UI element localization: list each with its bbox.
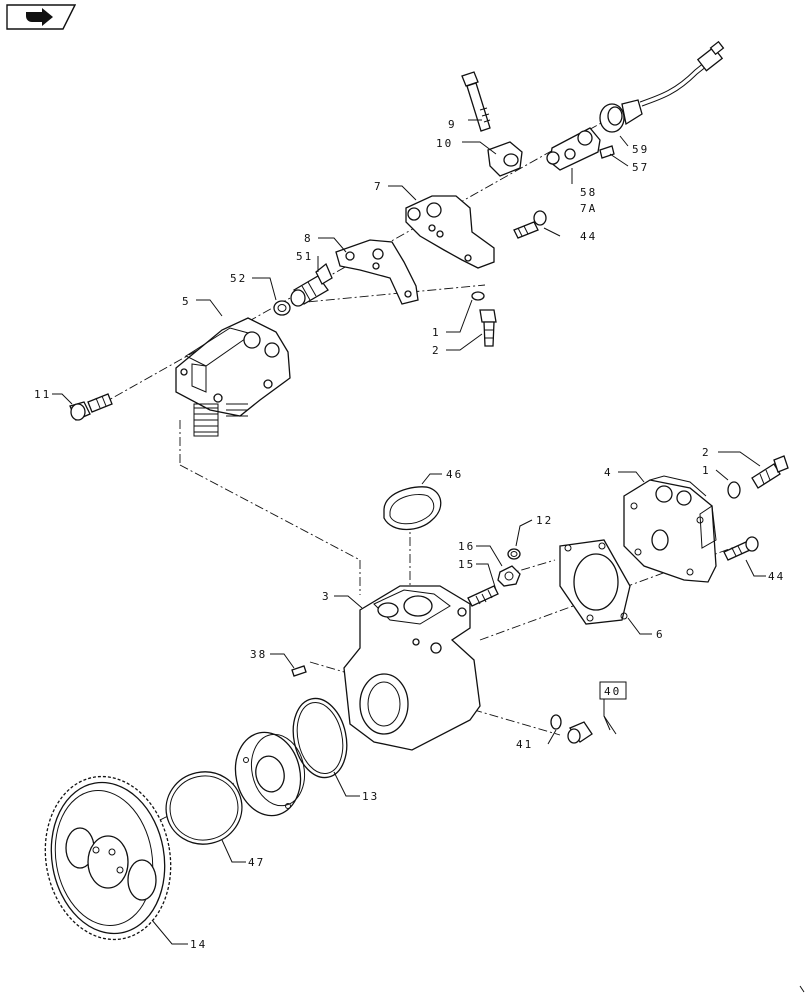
callout-10: 10 [436,137,453,150]
oring-41[interactable] [550,714,562,730]
callout-44-top: 44 [580,230,597,243]
nut-16[interactable] [497,565,521,587]
housing-7[interactable] [405,195,495,269]
pump-4[interactable] [623,475,717,583]
corner-mark [799,985,805,993]
washer-1-top[interactable] [471,291,485,301]
pin-38[interactable] [291,665,307,677]
callout-12: 12 [536,514,553,527]
callout-6: 6 [656,628,665,641]
cover-5[interactable] [175,317,291,417]
callout-15: 15 [458,558,475,571]
callout-3: 3 [322,590,331,603]
bolt-11[interactable] [69,393,113,421]
valve-51[interactable] [290,262,333,307]
callout-47: 47 [248,856,265,869]
actuator-58[interactable] [546,127,601,171]
callout-44-lower: 44 [768,570,785,583]
callout-41: 41 [516,738,533,751]
callout-40-box [599,681,627,700]
springs-5[interactable] [193,403,248,437]
fitting-2-top[interactable] [479,309,497,347]
callout-46: 46 [446,468,463,481]
plug-40[interactable] [567,721,593,744]
callout-1-lower: 1 [702,464,711,477]
callout-5: 5 [182,295,191,308]
callout-52: 52 [230,272,247,285]
hub-flange[interactable] [228,726,311,821]
callout-13: 13 [362,790,379,803]
oring-13[interactable] [286,693,353,782]
gasket-46[interactable] [383,486,442,531]
leader-lines [52,119,766,945]
fitting-2-lower[interactable] [751,455,789,489]
screw-57[interactable] [599,145,615,159]
callout-16: 16 [458,540,475,553]
arrow-right-icon [26,8,53,26]
callout-7a: 7A [580,202,597,215]
nav-arrow-button[interactable] [6,4,77,30]
oring-52[interactable] [273,300,291,316]
callout-57: 57 [632,161,649,174]
callout-1-top: 1 [432,326,441,339]
callout-labels: 9 10 7 58 7A 59 57 44 8 51 52 5 1 2 11 4… [34,118,785,951]
callout-51: 51 [296,250,313,263]
pump-body-3[interactable] [343,585,481,751]
callout-4: 4 [604,466,613,479]
bolt-9[interactable] [461,71,491,132]
gear-14[interactable] [33,766,184,949]
bolt-15[interactable] [467,585,499,607]
callout-11: 11 [34,388,51,401]
callout-9: 9 [448,118,457,131]
callout-40: 40 [604,685,621,698]
connector-59[interactable] [599,99,643,133]
callout-2-lower: 2 [702,446,711,459]
callout-7: 7 [374,180,383,193]
washer-12[interactable] [507,548,521,560]
bolt-44-top[interactable] [513,210,547,239]
oring-47[interactable] [159,765,248,851]
callout-14: 14 [190,938,207,951]
callout-38: 38 [250,648,267,661]
callout-59: 59 [632,143,649,156]
wire-harness[interactable] [639,40,725,107]
washer-1-lower[interactable] [727,481,741,499]
callout-58: 58 [580,186,597,199]
bolt-44-lower[interactable] [723,536,759,561]
callout-8: 8 [304,232,313,245]
bracket-10[interactable] [487,141,523,177]
plate-8[interactable] [335,239,419,305]
callout-2-top: 2 [432,344,441,357]
gasket-6[interactable] [559,539,631,625]
